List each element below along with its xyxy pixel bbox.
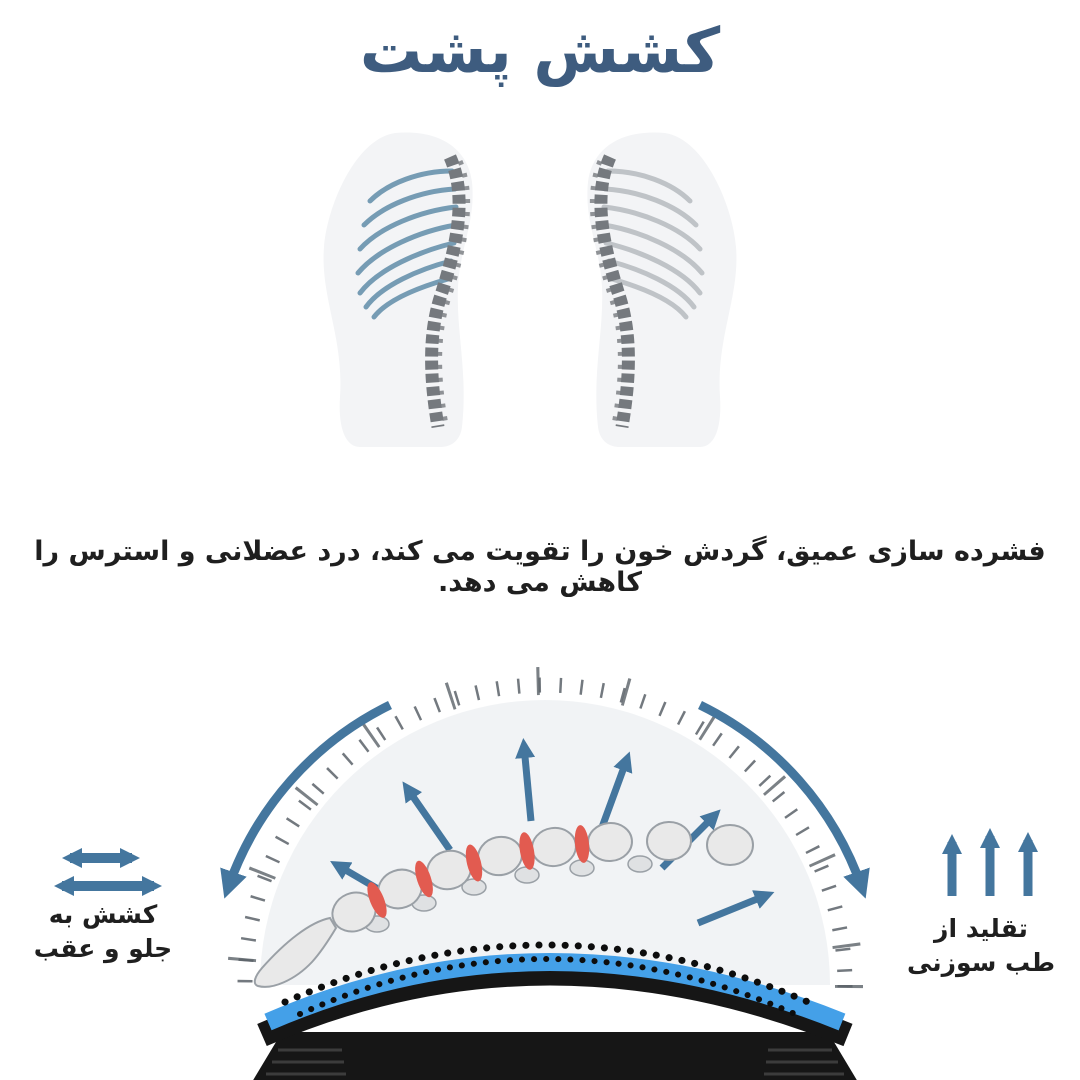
tick-fan xyxy=(227,667,863,992)
label-stretch-back-forth: کشش به جلو و عقب xyxy=(18,898,188,966)
spine-comparison-illustration xyxy=(0,115,1080,455)
spinal-discs xyxy=(367,825,590,918)
massage-spikes xyxy=(281,941,812,1017)
curved-arrow-left-icon xyxy=(220,700,392,899)
stretcher-illustration: کشش به جلو و عقب تقلید از طب سوزنی xyxy=(0,650,1080,1080)
lumbar-spine xyxy=(253,820,754,988)
up-arrows-icon xyxy=(942,828,1038,896)
stretcher-arch xyxy=(257,961,853,1047)
spine-figure-left xyxy=(324,132,473,447)
curved-arrow-right-icon xyxy=(698,700,870,899)
product-description: فشرده سازی عمیق، گردش خون را تقویت می کن… xyxy=(34,536,1046,598)
base-slats xyxy=(266,1048,844,1076)
stretcher-diagram xyxy=(54,667,1038,1080)
label-line: کشش به xyxy=(48,900,158,929)
label-line: جلو و عقب xyxy=(33,933,173,963)
sacrum xyxy=(253,916,338,988)
page-title: کشش پشت xyxy=(359,14,721,87)
transverse-processes xyxy=(364,855,653,933)
label-line: تقلید از xyxy=(934,914,1028,943)
spine-figure-right xyxy=(587,132,736,447)
label-acupuncture-imitation: تقلید از طب سوزنی xyxy=(896,912,1066,980)
stretcher-device xyxy=(253,941,857,1080)
stretcher-base xyxy=(253,1032,857,1080)
label-line: طب سوزنی xyxy=(906,947,1056,977)
horizontal-arrows-icon xyxy=(54,848,162,896)
